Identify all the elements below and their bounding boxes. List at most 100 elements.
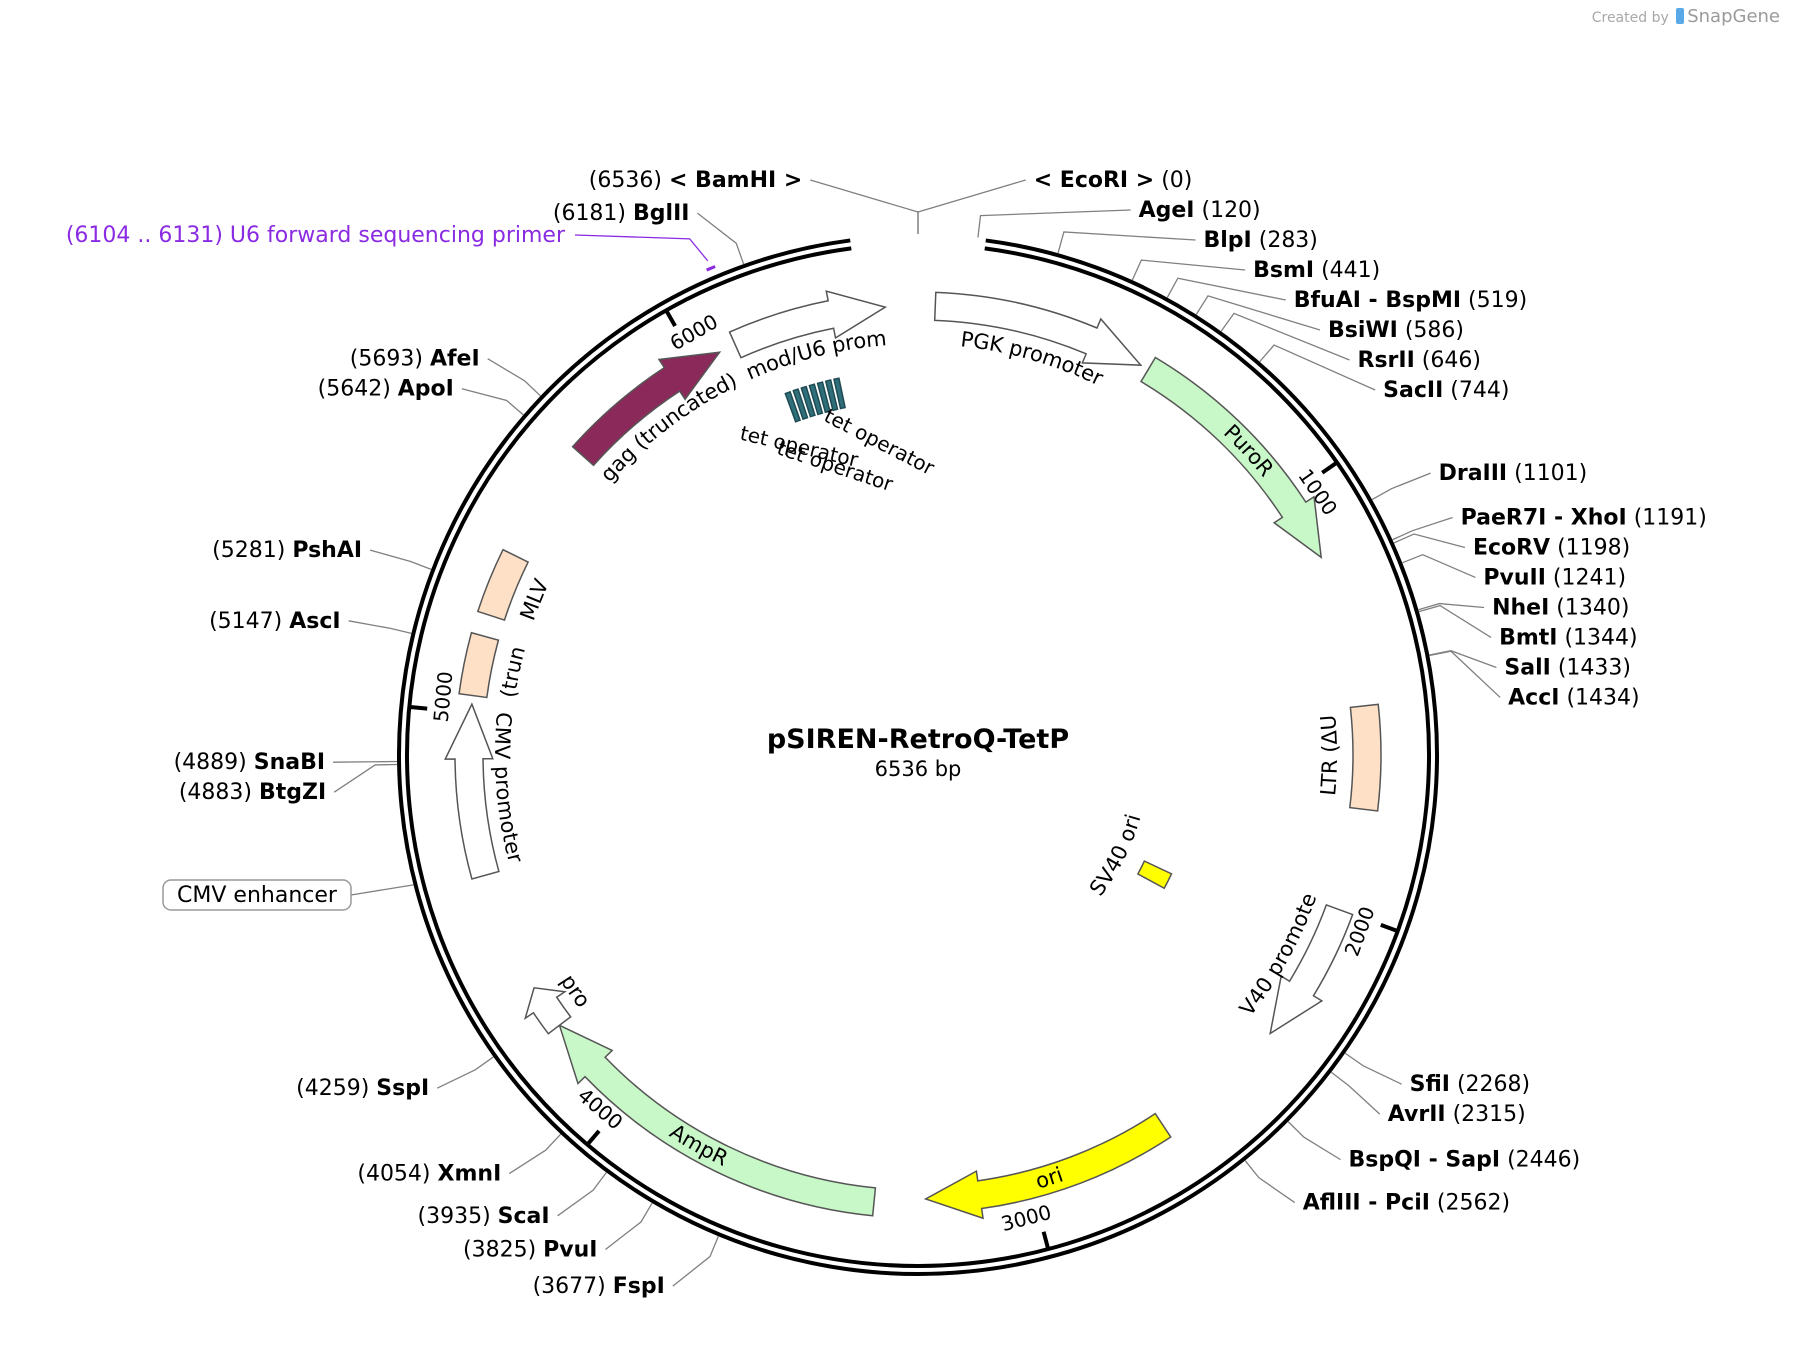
tick-mark [586,1129,601,1146]
site-name: SnaBI [254,750,325,775]
site-pvui[interactable]: (3825) PvuI [463,1202,653,1263]
site-name: PvuII [1483,565,1546,590]
site-label: SalI (1433) [1504,655,1631,680]
site-bmti[interactable]: BmtI (1344) [1418,604,1638,651]
site-leader-line [557,1172,607,1217]
site-position: (4259) [296,1076,369,1101]
site-position: (1340) [1556,595,1629,620]
site-blpi[interactable]: BlpI (283) [1057,228,1318,254]
site-position: (2446) [1507,1148,1580,1173]
site-xmni[interactable]: (4054) XmnI [357,1133,562,1187]
site-name: BglII [633,201,689,226]
site-rsrii[interactable]: RsrII (646) [1220,312,1481,373]
site-leader-line [1393,533,1466,549]
site-label: PaeR7I - XhoI (1191) [1461,505,1707,530]
feature-tremod-u6-promoter [728,290,888,359]
site-draiii[interactable]: DraIII (1101) [1371,461,1587,501]
site-apoi[interactable]: (5642) ApoI [318,377,524,416]
site-label: (4259) SspI [296,1076,429,1101]
site-acci[interactable]: AccI (1434) [1429,650,1640,710]
site-name: AvrII [1388,1102,1446,1127]
site-sali[interactable]: SalI (1433) [1429,650,1631,681]
site-position: (519) [1468,288,1527,313]
site-bfuai-bspmi[interactable]: BfuAI - BspMI (519) [1166,277,1528,313]
feature-label-cmv-promoter: CMV promoter [490,711,528,865]
site-leader-line [436,1056,494,1089]
site-ecorv[interactable]: EcoRV (1198) [1393,533,1630,560]
tet-operator-block [833,377,846,410]
feature-ori [923,1112,1172,1220]
site-position: (1101) [1514,461,1587,486]
tick-mark [1321,461,1338,475]
site-leader-line [1244,1160,1296,1204]
site-name: BfuAI - BspMI [1294,288,1461,313]
tick-label: 6000 [666,309,722,355]
site-label: (5147) AscI [209,609,341,634]
tet-operator-block [800,385,816,418]
site-name: ScaI [498,1204,550,1229]
cmv-enhancer-box[interactable] [162,879,352,911]
site-label: BfuAI - BspMI (519) [1294,288,1528,313]
site-label: EcoRV (1198) [1473,535,1630,560]
feature-label-3-ltr-u3: 3' LTR (ΔU3) [0,0,1342,803]
site-bsmi[interactable]: BsmI (441) [1131,258,1380,283]
site-bsiwi[interactable]: BsiWI (586) [1195,295,1464,343]
site-leader-line [461,388,524,416]
site-name: DraIII [1439,461,1508,486]
site-sacii[interactable]: SacII (744) [1259,344,1510,403]
tet-operator-block [824,379,839,412]
site-afliii-pcii[interactable]: AflIII - PciI (2562) [1244,1160,1510,1216]
primer-label[interactable]: (6104 .. 6131) U6 forward sequencing pri… [66,223,566,248]
site-bglii[interactable]: (6181) BglII [553,201,745,265]
site-btgzi[interactable]: (4883) BtgZI [179,763,398,806]
site-position: (744) [1450,378,1509,403]
plasmid-name: pSIREN-RetroQ-TetP [767,724,1069,755]
site-agei[interactable]: AgeI (120) [977,198,1261,238]
site-label: SfiI (2268) [1410,1072,1531,1097]
enhancer-leader-line [350,884,414,896]
site-pvuii[interactable]: PvuII (1241) [1402,553,1626,591]
site-leader-line [605,1202,653,1251]
site-position: (3825) [463,1238,536,1263]
site-position: (5281) [212,538,285,563]
site-leader-line [1166,277,1286,301]
site-label: AvrII (2315) [1388,1102,1526,1127]
site-name: XmnI [438,1162,502,1187]
site-label: (3935) ScaI [418,1204,550,1229]
site-leader-line [1330,1071,1381,1115]
site-snabi[interactable]: (4889) SnaBI [174,750,398,775]
site-position: (2315) [1453,1102,1526,1127]
site-afei[interactable]: (5693) AfeI [350,347,541,397]
site-leader-line [508,1133,562,1175]
site-label: (5281) PshAI [212,538,362,563]
site-position: (4883) [179,780,252,805]
site-bamhi[interactable]: (6536) < BamHI > [589,168,919,234]
site-fspi[interactable]: (3677) FspI [533,1235,719,1299]
site-leader-line [977,209,1131,238]
tick-label: 3000 [999,1200,1054,1236]
site-paer7i-xhoi[interactable]: PaeR7I - XhoI (1191) [1392,505,1707,541]
site-avrii[interactable]: AvrII (2315) [1330,1071,1526,1127]
feature-cmv-promoter [444,702,500,880]
site-name: BtgZI [259,780,326,805]
site-nhei[interactable]: NheI (1340) [1418,595,1629,620]
site-sspi[interactable]: (4259) SspI [296,1056,494,1101]
site-position: (1434) [1566,685,1639,710]
site-pshai[interactable]: (5281) PshAI [212,538,432,570]
site-position: (1191) [1634,505,1707,530]
site-bspqi-sapi[interactable]: BspQI - SapI (2446) [1287,1121,1580,1173]
tick-label: 5000 [429,670,458,723]
site-leader-line [1195,295,1321,331]
site-name: AfeI [430,347,480,372]
tick-mark [1380,923,1398,933]
primer-leader-line [574,234,709,262]
site-asci[interactable]: (5147) AscI [209,609,412,635]
credit-prefix: Created by [1591,10,1669,26]
site-name: BsmI [1253,258,1314,283]
site-scai[interactable]: (3935) ScaI [418,1172,607,1229]
site-name: EcoRV [1473,535,1550,560]
site-position: (2562) [1437,1191,1510,1216]
site-sfii[interactable]: SfiI (2268) [1344,1052,1531,1097]
site-leader-line [1429,650,1501,698]
site-name: FspI [613,1274,665,1299]
